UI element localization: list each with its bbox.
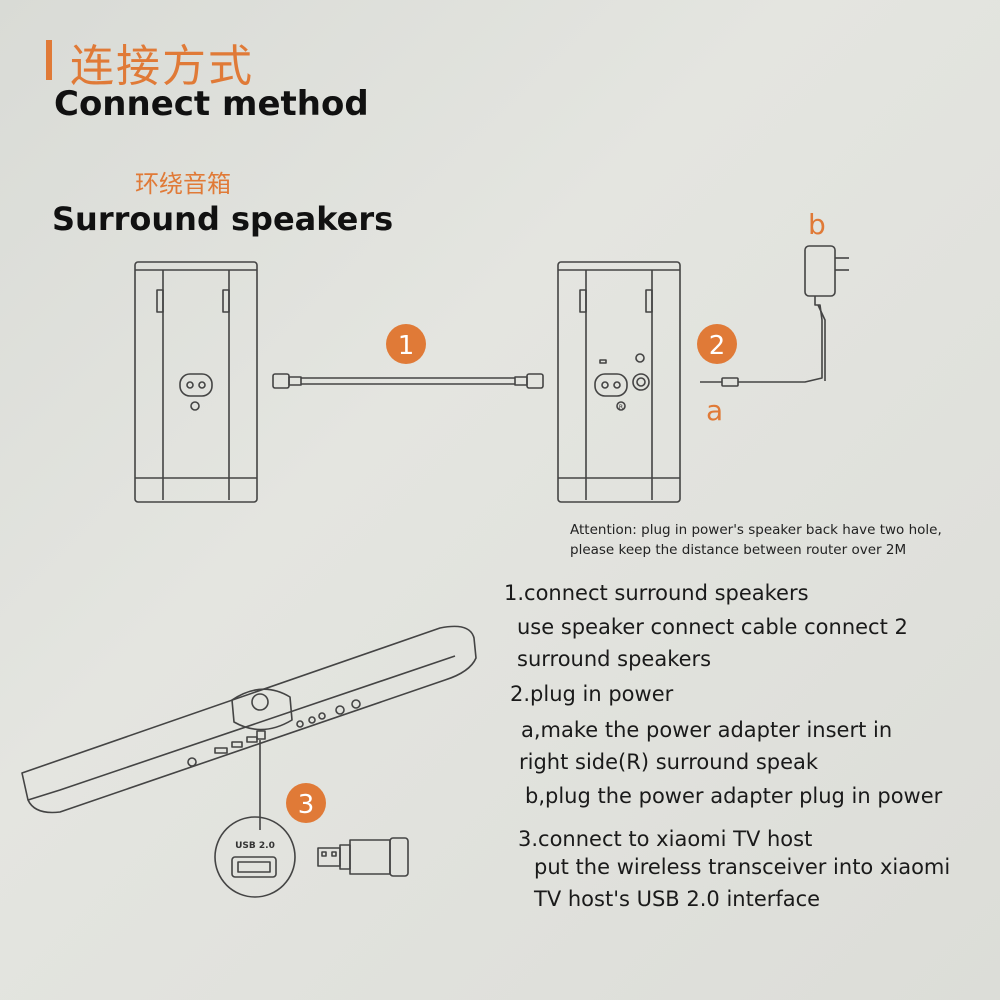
attention-note: Attention: plug in power's speaker back … [570,520,942,560]
usb-dongle [317,837,409,877]
power-adapter [700,245,849,387]
left-speaker [134,261,258,503]
step3-title: 3.connect to xiaomi TV host [518,827,813,851]
right-speaker-mark: R [619,404,623,411]
step2-a-line1: a,make the power adapter insert in [521,718,893,742]
soundbar [21,625,477,830]
step1-badge [386,324,426,364]
step1-line2: surround speakers [517,647,712,671]
page-title-en: Connect method [54,84,369,124]
step1-badge-number: 1 [398,331,415,361]
attention-line-1: Attention: plug in power's speaker back … [570,522,942,538]
speaker-cable [272,373,544,389]
label-b: b [808,208,826,241]
step3-badge [286,783,326,823]
step3-badge-number: 3 [298,790,315,820]
step3-line2: TV host's USB 2.0 interface [534,887,821,911]
title-accent-bar [46,40,52,80]
right-speaker [557,261,681,503]
step1-title: 1.connect surround speakers [504,581,809,605]
page-title-cn: 连接方式 [70,41,254,92]
step1-line1: use speaker connect cable connect 2 [517,615,908,639]
step2-title: 2.plug in power [510,682,674,706]
label-a: a [706,394,723,427]
step2-a-line2: right side(R) surround speak [519,750,819,774]
section-subtitle-cn: 环绕音箱 [135,170,231,198]
step3-line1: put the wireless transceiver into xiaomi [534,855,951,879]
attention-line-2: please keep the distance between router … [570,542,907,558]
step2-badge-number: 2 [709,331,726,361]
section-subtitle-en: Surround speakers [52,200,394,238]
step2-b-line: b,plug the power adapter plug in power [525,784,943,808]
usb-port-callout [214,816,296,898]
usb-port-label: USB 2.0 [235,841,275,851]
step2-badge [697,324,737,364]
